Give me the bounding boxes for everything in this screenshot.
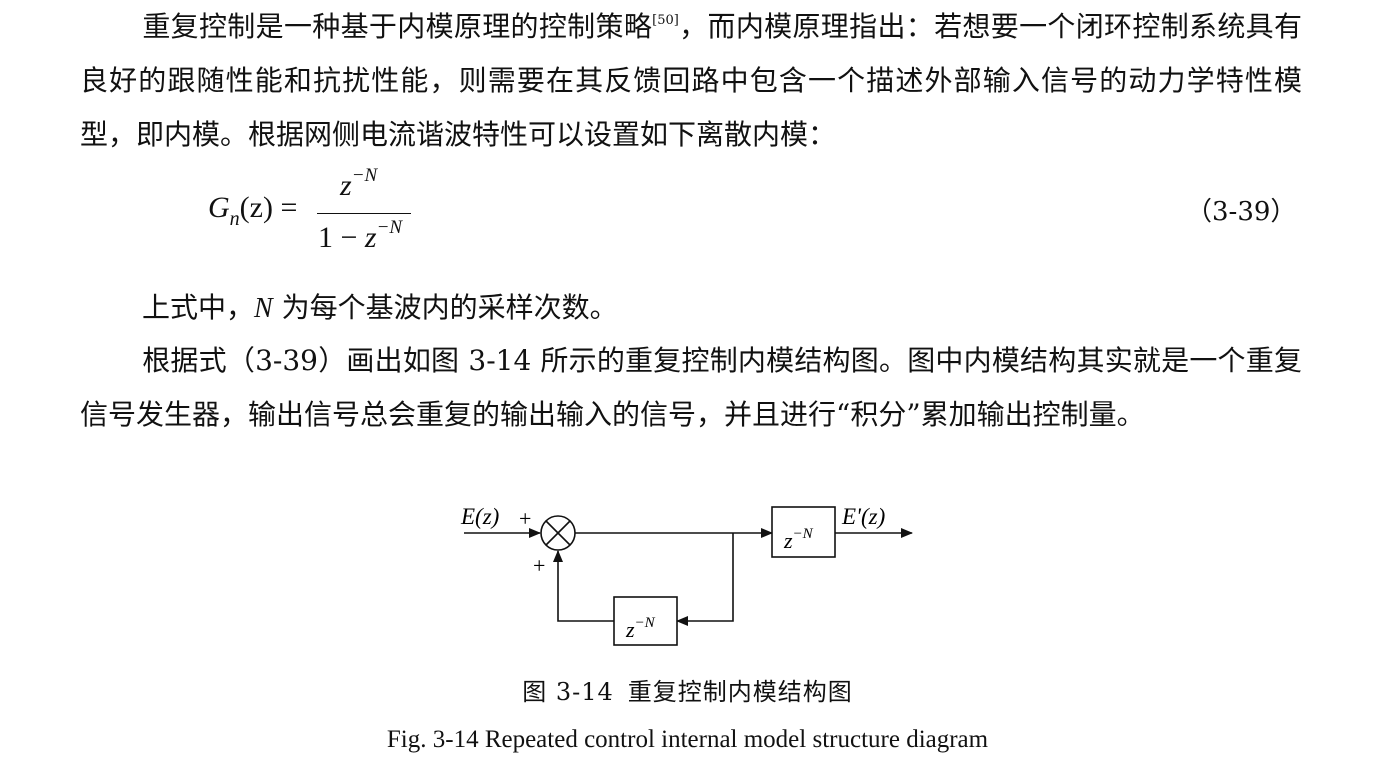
paragraph-intro: 重复控制是一种基于内模原理的控制策略[50]，而内模原理指出：若想要一个闭环控制… [80,0,1302,162]
feedback-block-label: z−N [625,615,656,642]
figure-caption-en: Fig. 3-14 Repeated control internal mode… [386,726,989,753]
equation-denominator: 1 − z−N [318,217,403,254]
plus-sign-top: + [519,506,531,531]
feedback-path-arrow [676,533,734,626]
equation-number: （3-39） [1186,197,1297,227]
figure-number: 图 3-14 [522,678,614,706]
paragraph-description: 根据式（3-39）画出如图 3-14 所示的重复控制内模结构图。图中内模结构其实… [80,344,1302,431]
paragraph-intro-text-2: ，而内模原理指出：若想要一个闭环控制系统具有良好的跟随性能和抗扰性能，则需要在其… [80,10,1302,151]
figure-title-cn: 重复控制内模结构图 [627,678,853,706]
plus-sign-bottom: + [533,553,545,578]
equation-lhs: Gn(z) = [208,191,298,230]
forward-delay-block [771,506,836,558]
symbol-n: N [254,293,273,324]
equation-3-39: Gn(z) = z−N 1 − z−N （3-39） [0,165,1375,265]
output-signal-label: E'(z) [841,504,885,529]
summing-junction [540,515,576,551]
input-signal-label: E(z) [460,504,499,529]
paragraph-intro-text-1: 重复控制是一种基于内模原理的控制策略 [142,10,653,43]
equation-numerator: z−N [340,165,378,202]
paragraph-definition: 上式中，N 为每个基波内的采样次数。 [142,291,618,324]
figure-caption-cn: 图 3-14 重复控制内模结构图 [0,672,1375,707]
citation-ref[interactable]: [50] [652,13,679,28]
feedback-return-arrow [553,550,614,622]
forward-block-label: z−N [783,526,814,553]
fraction-bar [317,213,411,214]
